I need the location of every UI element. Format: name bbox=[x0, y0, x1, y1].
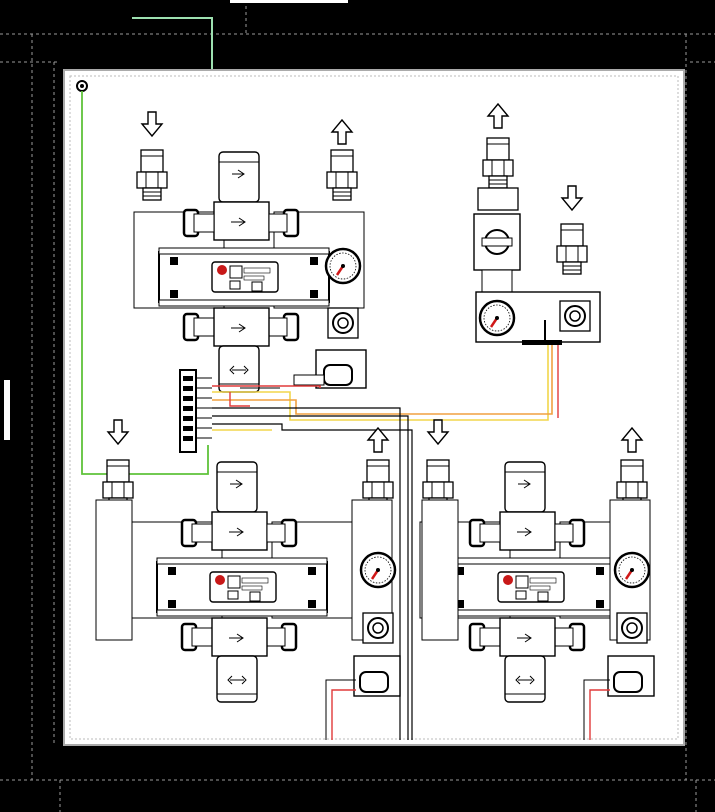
solenoid-icon bbox=[616, 612, 648, 644]
gauge-icon bbox=[324, 247, 362, 285]
entry-wire bbox=[132, 17, 213, 70]
edge-marker bbox=[4, 380, 10, 440]
solenoid-icon bbox=[559, 300, 591, 332]
signal-wires bbox=[212, 345, 559, 740]
solenoid-icon bbox=[327, 307, 359, 339]
ground-wire bbox=[81, 91, 209, 475]
gauge-icon bbox=[478, 299, 516, 337]
valve-module-bottom-right bbox=[418, 419, 655, 740]
gauge-icon bbox=[359, 551, 397, 589]
valve-module-top-left bbox=[132, 111, 367, 394]
valve-module-bottom-left bbox=[95, 419, 401, 740]
top-edge-mark bbox=[230, 0, 348, 3]
solenoid-icon bbox=[362, 612, 394, 644]
gauge-icon bbox=[613, 551, 651, 589]
terminal-block-icon bbox=[179, 369, 212, 453]
regulator-module-top-right bbox=[473, 103, 601, 345]
ground-terminal-icon bbox=[76, 80, 88, 92]
